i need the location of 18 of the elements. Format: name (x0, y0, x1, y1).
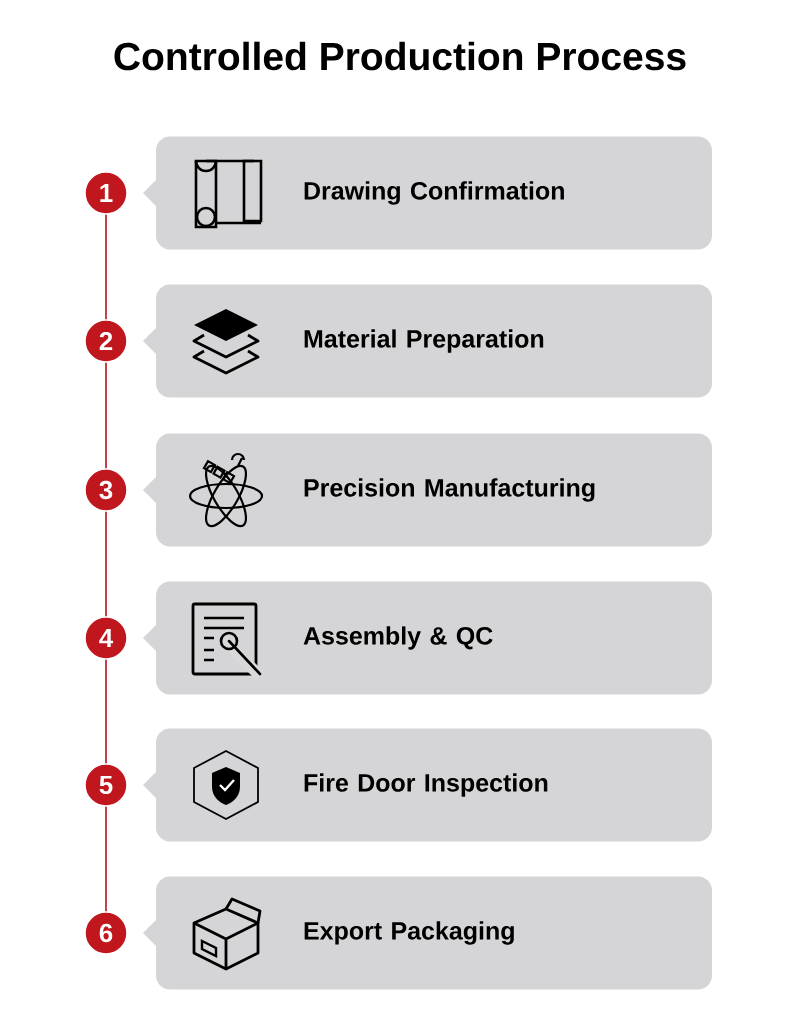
title: Controlled Production Process (114, 41, 686, 71)
connector-line (105, 361, 107, 470)
step-card: Precision Manufacturing (143, 433, 712, 547)
step-number: 5 (84, 763, 128, 807)
step-number: 1 (84, 171, 128, 215)
step-card: Export Packaging (143, 876, 712, 990)
connector-line (105, 658, 107, 765)
step-number: 6 (84, 911, 128, 955)
step-card: Drawing Confirmation (143, 136, 712, 250)
connector-line (105, 510, 107, 618)
step-card: Material Preparation (143, 284, 712, 398)
step-number: 3 (84, 468, 128, 512)
step-card: Assembly & QC (143, 581, 712, 695)
step-number: 2 (84, 319, 128, 363)
step-number: 4 (84, 616, 128, 660)
connector-line (105, 805, 107, 913)
connector-line (105, 213, 107, 321)
step-card: Fire Door Inspection (143, 728, 712, 842)
